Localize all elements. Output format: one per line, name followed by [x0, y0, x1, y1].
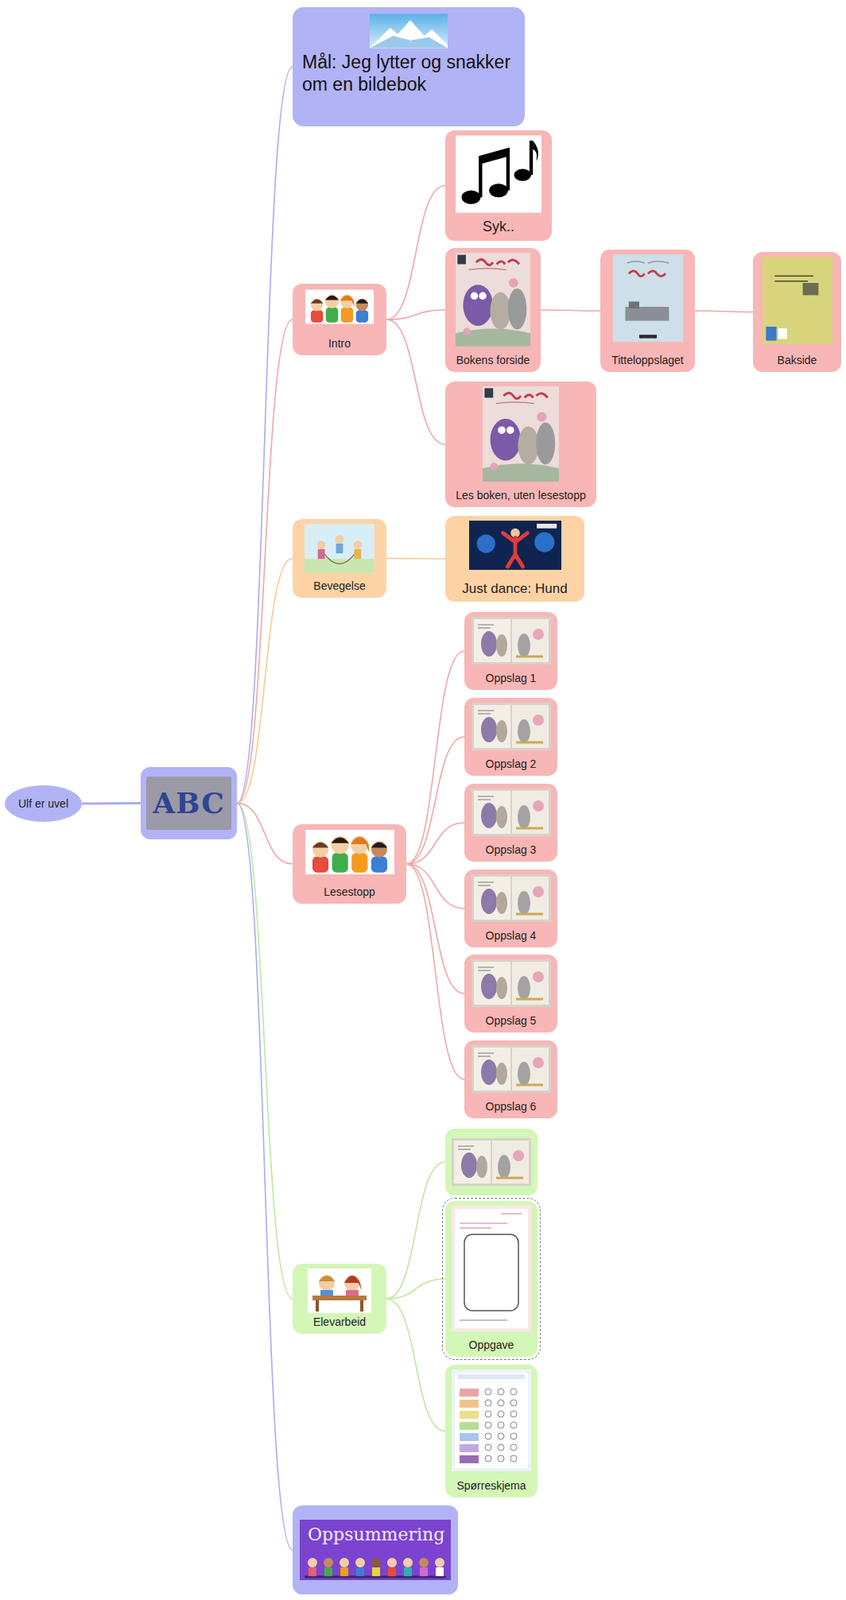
topic-card: Oppslag 3 — [464, 783, 558, 862]
node-label: Spørreskjema — [456, 1479, 526, 1494]
branch-line — [386, 319, 446, 445]
card-picture — [471, 959, 552, 1008]
topic-card: Intro — [292, 283, 387, 356]
card-picture — [471, 874, 552, 923]
node-label: Bevegelse — [313, 579, 365, 594]
topic-card: Oppslag 4 — [464, 869, 558, 948]
card-picture — [304, 523, 375, 574]
card-picture — [762, 256, 833, 345]
branch-line — [236, 319, 293, 804]
topic-card — [445, 1129, 538, 1196]
card-picture — [451, 1206, 532, 1332]
topic-card: Spørreskjema — [445, 1365, 538, 1498]
branch-line — [386, 1299, 446, 1432]
card-picture — [451, 1137, 532, 1188]
branch-line — [540, 310, 601, 311]
topic-card: Oppgave — [445, 1201, 538, 1358]
topic-card: Bokens forside — [445, 248, 541, 373]
node-label: Elevarbeid — [313, 1315, 366, 1330]
node-label: Oppslag 5 — [485, 1014, 537, 1029]
topic-card: Just dance: Hund — [445, 516, 585, 602]
card-picture — [471, 1045, 552, 1094]
topic-card: Oppslag 5 — [464, 954, 558, 1033]
branch-line — [81, 802, 141, 806]
node-label: Mål: Jeg lytter og snakker om en bildebo… — [302, 51, 516, 96]
branch-line — [406, 864, 465, 1080]
node-label: Lesestopp — [323, 885, 376, 900]
branch-line — [236, 66, 293, 804]
topic-card: Oppsummering — [292, 1505, 458, 1595]
branch-line — [386, 1279, 446, 1300]
node-label: Intro — [328, 337, 351, 351]
branch-line — [386, 558, 446, 560]
card-picture — [613, 254, 684, 342]
node-label: Bokens forside — [456, 353, 531, 368]
node-label: ABC — [146, 776, 232, 831]
card-picture — [369, 13, 448, 49]
topic-card: ABC — [140, 767, 237, 840]
card-picture — [455, 135, 542, 214]
branch-line — [236, 803, 293, 866]
topic-card: Les boken, uten lesestopp — [445, 381, 597, 508]
topic-card: Lesestopp — [292, 824, 407, 905]
node-label: Syk.. — [482, 218, 515, 237]
branch-line — [386, 186, 446, 321]
node-label: Oppgave — [469, 1338, 515, 1353]
branch-line — [236, 803, 293, 1301]
branch-line — [406, 822, 465, 865]
topic-card: Titteloppslaget — [600, 249, 695, 373]
topic-card: Oppslag 2 — [464, 698, 558, 777]
branch-line — [406, 651, 465, 865]
branch-line — [236, 803, 293, 1552]
branch-line — [236, 558, 293, 804]
topic-card: Syk.. — [445, 130, 552, 241]
branch-line — [406, 737, 465, 865]
card-picture — [299, 1548, 451, 1581]
card-picture — [451, 1369, 532, 1472]
node-label: Oppslag 6 — [485, 1100, 537, 1114]
node-label: Oppslag 2 — [485, 757, 537, 772]
card-picture — [469, 520, 562, 571]
node-label: Oppsummering — [299, 1520, 451, 1549]
card-picture — [307, 1269, 372, 1314]
card-picture — [471, 788, 552, 837]
topic-card: Bevegelse — [292, 519, 387, 598]
branch-line — [386, 1162, 446, 1300]
node-label: Bakside — [777, 353, 818, 368]
card-picture — [455, 252, 531, 347]
topic-card: Mål: Jeg lytter og snakker om en bildebo… — [292, 7, 525, 127]
branch-line — [694, 310, 753, 313]
card-picture — [471, 617, 552, 665]
node-label: Oppslag 1 — [485, 671, 537, 686]
topic-card: Oppslag 1 — [464, 612, 558, 691]
root-ellipse: Ulf er uvel — [4, 785, 82, 823]
topic-card: Oppslag 6 — [464, 1040, 558, 1119]
node-label: Titteloppslaget — [611, 353, 684, 368]
node-label: Ulf er uvel — [18, 797, 69, 812]
node-label: Just dance: Hund — [461, 581, 567, 598]
topic-card: Elevarbeid — [292, 1264, 387, 1335]
card-picture — [482, 386, 559, 482]
branch-line — [386, 310, 446, 320]
card-picture — [305, 288, 374, 326]
card-picture — [471, 702, 552, 751]
node-label: Oppslag 3 — [485, 843, 537, 858]
node-label: Les boken, uten lesestopp — [455, 488, 586, 503]
card-picture — [305, 829, 395, 876]
node-label: Oppslag 4 — [485, 929, 537, 944]
topic-card: Bakside — [752, 252, 842, 373]
